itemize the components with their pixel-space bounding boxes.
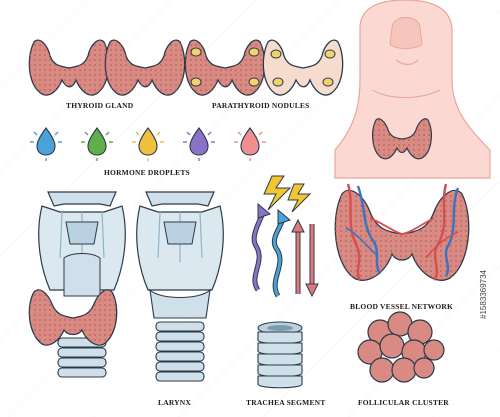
yellow-droplet-icon [132, 127, 164, 161]
trachea-segment-label: TRACHEA SEGMENT [246, 398, 326, 407]
hormone-droplets-row [30, 127, 266, 161]
blue-droplet-icon [30, 127, 62, 161]
hormone-droplets-label: HORMONE DROPLETS [104, 168, 190, 177]
blood-vessel-network-label: BLOOD VESSEL NETWORK [350, 302, 454, 311]
stock-image-id: #1583369734 [479, 270, 489, 319]
thyroid-gland-icon-2 [104, 39, 186, 96]
larynx-icon [136, 191, 224, 382]
parathyroid-gland-icon-1 [184, 39, 266, 96]
parathyroid-nodules-label: PARATHYROID NODULES [212, 101, 310, 110]
pink-droplet-icon [234, 127, 266, 161]
neck-thyroid-icon [372, 118, 432, 160]
parathyroid-gland-icon-2 [262, 39, 344, 96]
thyroid-gland-label: THYROID GLAND [66, 101, 134, 110]
green-droplet-icon [81, 127, 113, 161]
follicular-cluster-label: FOLLICULAR CLUSTER [358, 398, 449, 407]
trachea-segment-icon [257, 321, 303, 389]
follicular-cluster-icon [357, 311, 445, 383]
larynx-with-thyroid-icon [28, 191, 126, 378]
larynx-label: LARYNX [158, 398, 192, 407]
thyroid-gland-icon-1 [28, 39, 110, 96]
blood-vessel-network-icon [334, 183, 470, 281]
purple-droplet-icon [183, 127, 215, 161]
signal-arrows-icon [251, 175, 319, 298]
